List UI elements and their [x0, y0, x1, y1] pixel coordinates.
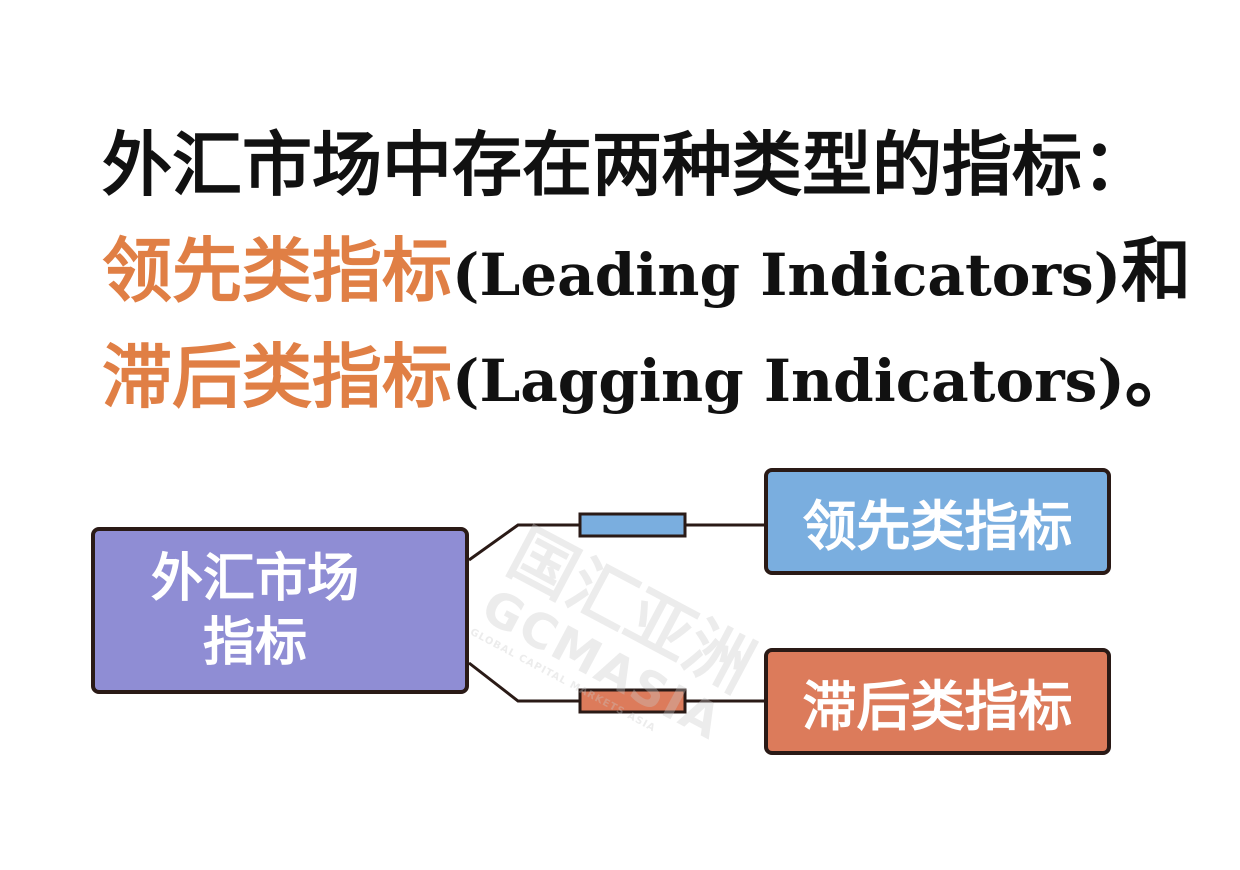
headline-line-2: 领先类指标(Leading Indicators)和	[102, 218, 1222, 324]
headline-line-2-tail: 和	[1121, 230, 1192, 312]
headline-line-3: 滞后类指标(Lagging Indicators)。	[102, 324, 1222, 430]
headline: 外汇市场中存在两种类型的指标： 领先类指标(Leading Indicators…	[102, 112, 1222, 430]
lagging-connector-bar	[578, 688, 687, 714]
branch-node-leading: 领先类指标	[764, 468, 1111, 575]
root-node-forex-indicators: 外汇市场 指标	[91, 527, 469, 694]
headline-lagging-en: (Lagging Indicators)	[452, 347, 1125, 415]
branch-node-lagging: 滞后类指标	[764, 648, 1111, 755]
headline-lagging-cn: 滞后类指标	[102, 336, 452, 418]
headline-line-1: 外汇市场中存在两种类型的指标：	[102, 112, 1222, 218]
root-node-line-2: 指标	[202, 612, 307, 673]
headline-line-3-tail: 。	[1124, 336, 1195, 418]
branch-node-lagging-label: 滞后类指标	[802, 675, 1073, 738]
leading-connector-bar	[578, 512, 687, 538]
headline-leading-cn: 领先类指标	[102, 230, 452, 312]
branch-node-leading-label: 领先类指标	[802, 495, 1073, 558]
root-node-line-1: 外汇市场	[150, 548, 359, 609]
headline-line-1-text: 外汇市场中存在两种类型的指标：	[102, 124, 1152, 206]
headline-leading-en: (Leading Indicators)	[452, 241, 1122, 309]
